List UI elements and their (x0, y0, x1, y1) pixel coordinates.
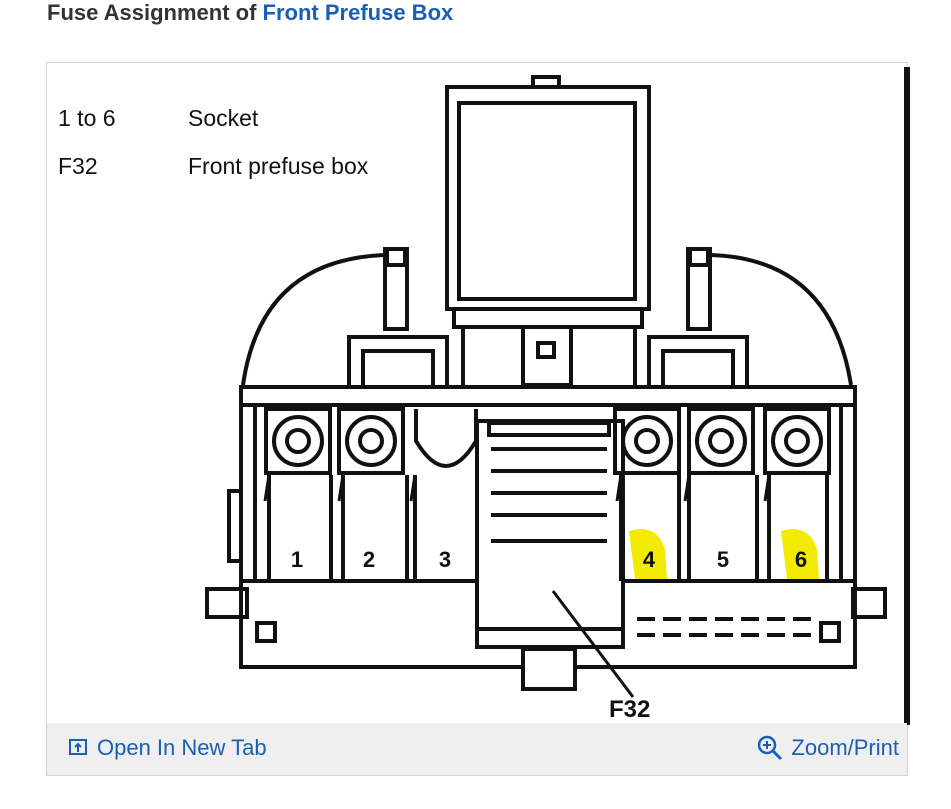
terminal-housing (687, 407, 755, 475)
socket-bevel (263, 474, 271, 502)
socket-highlight (781, 529, 819, 579)
terminal-hole (708, 428, 734, 454)
terminal-housing (337, 407, 405, 475)
socket-label: 3 (439, 547, 451, 572)
external-tab-icon (69, 739, 87, 755)
socket-bevel (683, 474, 691, 502)
zoom-in-icon (758, 735, 783, 761)
terminal-housing (264, 407, 332, 475)
terminal-housing (613, 407, 681, 475)
socket-bevel (409, 474, 417, 502)
open-in-new-tab-link[interactable]: Open In New Tab (67, 735, 267, 761)
terminal-hole (358, 428, 384, 454)
figure-card: 1 to 6 Socket F32 Front prefuse box (46, 62, 910, 776)
zoom-print-link[interactable]: Zoom/Print (757, 735, 899, 761)
terminal-hole (285, 428, 311, 454)
legend-term: F32 (58, 153, 98, 179)
socket-label: 4 (643, 547, 656, 572)
terminal-hole (784, 428, 810, 454)
socket-label: 2 (363, 547, 375, 572)
page-title: Fuse Assignment of Front Prefuse Box (47, 0, 453, 26)
center-cavity (475, 419, 625, 649)
socket-label: 1 (291, 547, 303, 572)
zoom-label: Zoom/Print (791, 735, 899, 760)
socket-bevel (615, 474, 623, 502)
socket-bevel (337, 474, 345, 502)
legend-term: 1 to 6 (58, 105, 116, 131)
relay-cover (445, 75, 651, 401)
socket-highlight (629, 529, 667, 579)
terminal-housing (763, 407, 831, 475)
legend-desc: Front prefuse box (188, 153, 369, 179)
side-arcs (241, 247, 853, 386)
side-clips (347, 335, 749, 389)
socket-label: 6 (795, 547, 807, 572)
legend-desc: Socket (188, 105, 259, 131)
title-link[interactable]: Front Prefuse Box (262, 0, 454, 25)
title-prefix: Fuse Assignment of (47, 0, 263, 25)
callout-leader (551, 590, 635, 698)
dashed-connector (637, 617, 819, 637)
terminal-hole (634, 428, 660, 454)
sockets-layer: 1 2 3 4 5 6 (263, 407, 831, 581)
terminal-housing (414, 409, 478, 468)
callout-label: F32 (609, 696, 650, 723)
socket-bevel (763, 474, 771, 502)
card-footer: Open In New Tab Zoom/Print (47, 723, 907, 775)
open-tab-label: Open In New Tab (97, 735, 267, 760)
fuse-box-diagram: 1 2 3 4 5 6 F32 (205, 75, 887, 723)
scrollbar-edge (904, 67, 910, 725)
socket-label: 5 (717, 547, 729, 572)
